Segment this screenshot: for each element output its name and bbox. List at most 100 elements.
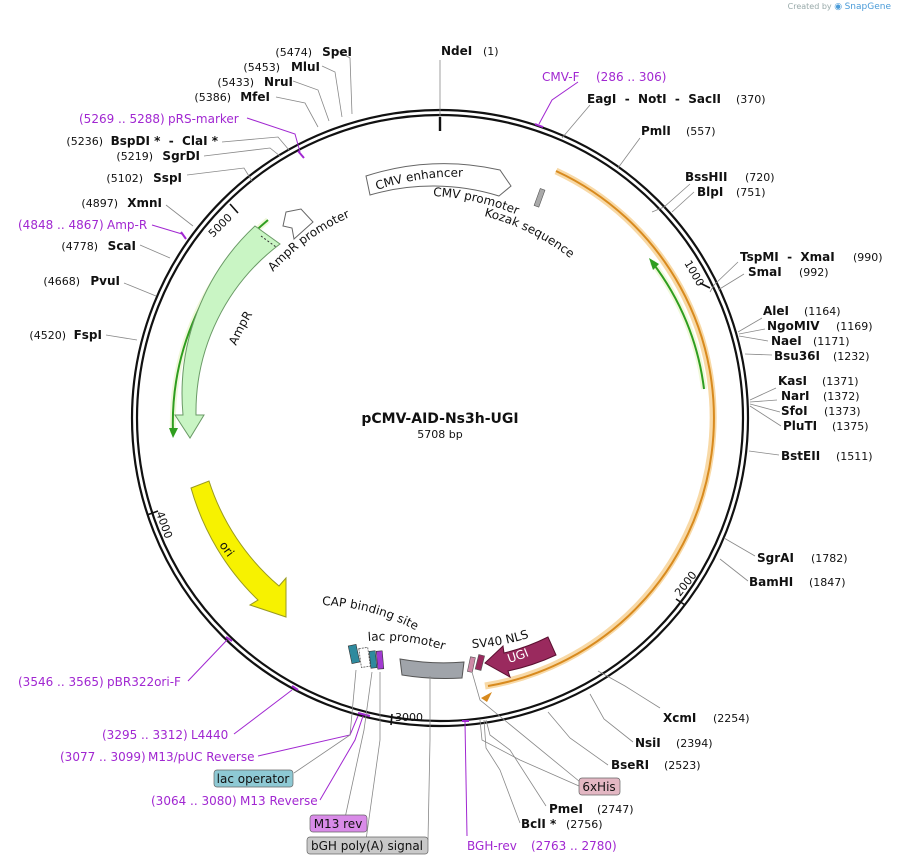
plasmid-name: pCMV-AID-Ns3h-UGI bbox=[361, 411, 518, 427]
primer-prs-range: (5269 .. 5288) bbox=[79, 112, 165, 126]
site-pvui: PvuI bbox=[90, 274, 120, 288]
site-sfoi-pos: (1373) bbox=[824, 405, 861, 418]
site-bsteii: BstEII bbox=[781, 449, 820, 463]
site-nari-pos: (1372) bbox=[823, 390, 860, 403]
site-bsu36i-pos: (1232) bbox=[833, 350, 870, 363]
plasmid-length: 5708 bp bbox=[417, 428, 462, 441]
svg-text:Kozak sequence: Kozak sequence bbox=[483, 205, 577, 260]
site-bseri: BseRI bbox=[611, 758, 649, 772]
kozak-label: Kozak sequence bbox=[483, 205, 577, 260]
cmv-promoter-feature bbox=[533, 188, 546, 208]
site-bcli: BclI * bbox=[521, 817, 557, 831]
site-pmli: PmlI bbox=[641, 124, 671, 138]
ugi-feature bbox=[484, 636, 557, 679]
site-nari: NarI bbox=[781, 389, 810, 403]
site-bsshii-pos: (720) bbox=[745, 171, 775, 184]
ugi-label: UGI bbox=[506, 646, 531, 666]
lac-operator-feature bbox=[368, 650, 378, 669]
site-bsu36i: Bsu36I bbox=[774, 349, 820, 363]
site-nrui: NruI bbox=[264, 75, 293, 89]
primer-l4440-range: (3295 .. 3312) bbox=[102, 728, 188, 742]
primer-pbr-range: (3546 .. 3565) bbox=[18, 675, 104, 689]
site-tspmi-pos: (990) bbox=[853, 251, 883, 264]
site-pluti-pos: (1375) bbox=[832, 420, 869, 433]
svg-text:CAP binding site: CAP binding site bbox=[322, 594, 421, 633]
site-tspmi-xmai: TspMI - XmaI bbox=[740, 250, 835, 264]
green-orf-right-head bbox=[649, 258, 659, 270]
tick-3000: 3000 bbox=[395, 711, 423, 724]
snapgene-logo-icon: ◉ bbox=[834, 2, 843, 12]
site-eagi-noti-sacii: EagI - NotI - SacII bbox=[587, 92, 721, 106]
tick-2000: 2000 bbox=[672, 569, 699, 599]
ampr-label: AmpR bbox=[226, 309, 255, 348]
m13-rev-feature bbox=[375, 650, 385, 670]
green-orf-right-line bbox=[651, 261, 705, 390]
site-alei-pos: (1164) bbox=[804, 305, 841, 318]
site-bamhi: BamHI bbox=[749, 575, 793, 589]
site-smai: SmaI bbox=[748, 265, 782, 279]
site-mfei: MfeI bbox=[240, 90, 270, 104]
orf-arrow bbox=[487, 170, 715, 687]
site-pvui-pos: (4668) bbox=[43, 275, 80, 288]
lac-operator-box bbox=[213, 769, 294, 788]
green-orf-left-head bbox=[169, 428, 178, 438]
primer-leaders bbox=[151, 81, 579, 837]
sites-left: FspI (4520) PvuI (4668) ScaI (4778) XmnI… bbox=[29, 45, 352, 342]
svg-text:UGI: UGI bbox=[506, 646, 531, 666]
svg-text:lac promoter: lac promoter bbox=[367, 629, 447, 652]
site-xmni: XmnI bbox=[127, 196, 162, 210]
cap-binding-label: CAP binding site bbox=[322, 594, 421, 633]
lac-operator-label: lac operator bbox=[217, 772, 290, 786]
site-bsteii-pos: (1511) bbox=[836, 450, 873, 463]
site-ngomiv: NgoMIV bbox=[767, 319, 820, 333]
site-pmei-pos: (2747) bbox=[597, 803, 634, 816]
site-mfei-pos: (5386) bbox=[194, 91, 231, 104]
primer-m13rev: M13 Reverse bbox=[240, 794, 318, 808]
site-ndei-pos: (1) bbox=[483, 45, 499, 58]
tick-5000: 5000 bbox=[206, 211, 235, 240]
bgh-polya-feature bbox=[399, 658, 465, 679]
site-bseri-pos: (2523) bbox=[664, 759, 701, 772]
site-sgrdi-pos: (5219) bbox=[116, 150, 153, 163]
sixhis-box bbox=[578, 777, 621, 796]
site-scai-pos: (4778) bbox=[61, 240, 98, 253]
primer-m13puc-range: (3077 .. 3099) bbox=[60, 750, 146, 764]
cap-binding-feature bbox=[347, 644, 361, 664]
site-xmni-pos: (4897) bbox=[81, 197, 118, 210]
sites-right: NdeI (1) EagI - NotI - SacII (370) PmlI … bbox=[441, 44, 883, 831]
lac-promoter-label: lac promoter bbox=[367, 629, 447, 652]
site-alei: AleI bbox=[763, 304, 789, 318]
site-sspi-pos: (5102) bbox=[106, 172, 143, 185]
cmv-enhancer-feature bbox=[365, 163, 512, 197]
site-xcmi: XcmI bbox=[663, 711, 696, 725]
bgh-box bbox=[306, 836, 429, 855]
site-smai-pos: (992) bbox=[799, 266, 829, 279]
site-sgrai: SgrAI bbox=[757, 551, 794, 565]
primer-l4440: L4440 bbox=[191, 728, 228, 742]
site-ndei: NdeI bbox=[441, 44, 472, 58]
site-nrui-pos: (5433) bbox=[217, 76, 254, 89]
ampr-feature bbox=[174, 225, 281, 439]
sixhis-label: 6xHis bbox=[582, 780, 615, 794]
primer-m13rev-range: (3064 .. 3080) bbox=[151, 794, 237, 808]
primer-cmvf-range: (286 .. 306) bbox=[596, 70, 666, 84]
tick-1000: 1000 bbox=[681, 258, 706, 289]
site-leaders bbox=[105, 50, 782, 824]
orf-highlight bbox=[484, 167, 717, 690]
site-sfoi: SfoI bbox=[781, 404, 808, 418]
site-naei: NaeI bbox=[771, 334, 802, 348]
m13-rev-box bbox=[309, 814, 368, 833]
m13-rev-label: M13 rev bbox=[314, 817, 363, 831]
site-kasi: KasI bbox=[778, 374, 807, 388]
site-bsshii: BssHII bbox=[685, 170, 727, 184]
site-fspi: FspI bbox=[74, 328, 102, 342]
feature-box-leaders bbox=[293, 669, 586, 841]
ampr-promoter-feature bbox=[282, 208, 314, 240]
site-eagi-pos: (370) bbox=[736, 93, 766, 106]
primer-cmvf: CMV-F bbox=[542, 70, 580, 84]
boxed-labels: lac operator M13 rev bGH poly(A) signal … bbox=[213, 769, 621, 855]
primer-prs: pRS-marker bbox=[168, 112, 239, 126]
site-sspi: SspI bbox=[153, 171, 182, 185]
site-sgrai-pos: (1782) bbox=[811, 552, 848, 565]
site-bamhi-pos: (1847) bbox=[809, 576, 846, 589]
